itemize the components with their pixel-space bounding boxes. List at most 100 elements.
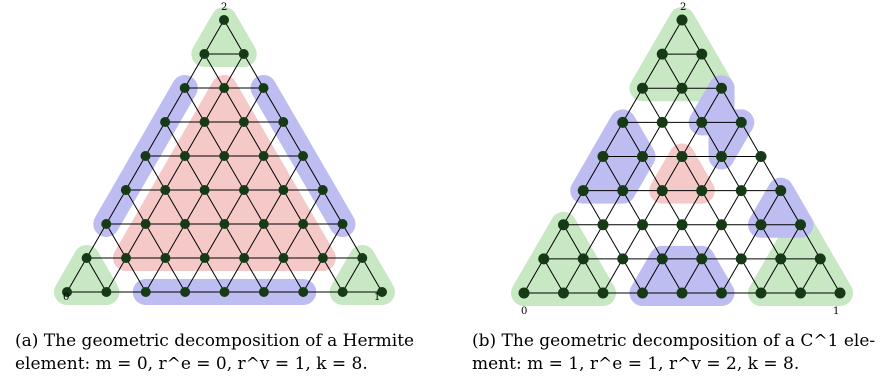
lattice-node — [219, 151, 230, 161]
lattice-node — [62, 287, 72, 297]
lattice-node — [199, 117, 210, 127]
lattice-node — [160, 185, 171, 195]
lattice-node — [538, 253, 550, 265]
lattice-node — [775, 253, 787, 265]
figure-b-diagram: 0 1 2 — [500, 0, 880, 317]
lattice-node — [258, 83, 269, 93]
lattice-node — [219, 287, 230, 297]
lattice-node — [357, 253, 368, 263]
lattice-node — [597, 151, 609, 162]
caption-b-line-2: ment: m = 1, r^e = 1, r^v = 2, k = 8. — [472, 354, 800, 374]
vertex-label-0: 0 — [63, 292, 69, 303]
lattice-node — [238, 49, 249, 59]
lattice-node — [676, 14, 688, 26]
lattice-node — [637, 219, 648, 231]
lattice-node — [278, 253, 289, 263]
lattice-node — [199, 253, 210, 263]
figure-a-diagram: 0 1 2 — [40, 0, 420, 310]
lattice-node — [317, 253, 328, 263]
lattice-node — [814, 253, 826, 265]
lattice-node — [179, 151, 190, 161]
vertex-label-0: 0 — [521, 306, 527, 317]
lattice-node — [676, 287, 688, 299]
lattice-node — [258, 287, 269, 297]
lattice-node — [637, 82, 648, 94]
lattice-node — [716, 82, 727, 94]
lattice-node — [258, 151, 269, 161]
caption-b: (b) The geometric decomposition of a C^1… — [472, 330, 876, 376]
lattice-node — [676, 219, 688, 231]
lattice-node — [278, 117, 289, 127]
lattice-node — [735, 116, 747, 128]
lattice-node — [298, 151, 308, 161]
lattice-node — [81, 253, 92, 263]
lattice-node — [676, 82, 688, 94]
lattice-node — [239, 253, 250, 263]
lattice-node — [199, 185, 210, 195]
lattice-node — [755, 287, 767, 299]
vertex-label-2: 2 — [680, 2, 686, 13]
vertex-region-1 — [329, 245, 395, 305]
lattice-node — [676, 151, 688, 162]
lattice-node — [637, 151, 648, 162]
lattice-node — [577, 185, 589, 197]
lattice-node — [696, 185, 708, 197]
lattice-node — [597, 219, 609, 231]
lattice-node — [755, 151, 767, 162]
lattice-node — [716, 287, 727, 299]
lattice-node — [716, 151, 727, 162]
lattice-node — [199, 49, 210, 59]
lattice-node — [656, 48, 668, 60]
vertex-label-1: 1 — [833, 306, 839, 317]
caption-a-line-2: element: m = 0, r^e = 0, r^v = 1, k = 8. — [15, 354, 368, 374]
lattice-node — [101, 287, 112, 297]
lattice-node — [337, 287, 348, 297]
lattice-node — [337, 219, 348, 229]
lattice-node — [637, 287, 648, 299]
lattice-node — [577, 253, 589, 265]
c1-decomposition-triangle: 0 1 2 — [511, 2, 853, 317]
lattice-node — [140, 287, 151, 297]
lattice-node — [160, 117, 171, 127]
lattice-node — [755, 219, 767, 231]
vertex-region-2 — [191, 7, 257, 67]
lattice-node — [617, 185, 629, 197]
lattice-node — [278, 185, 289, 195]
lattice-node — [377, 287, 387, 297]
lattice-node — [696, 253, 708, 265]
lattice-node — [140, 219, 151, 229]
vertex-region-0 — [54, 245, 120, 305]
lattice-node — [180, 219, 190, 229]
lattice-node — [101, 219, 112, 229]
lattice-node — [795, 219, 806, 231]
lattice-node — [239, 185, 249, 195]
vertex-label-2: 2 — [221, 2, 227, 13]
lattice-node — [219, 219, 230, 229]
lattice-node — [219, 15, 229, 25]
caption-a-line-1: (a) The geometric decomposition of a Her… — [15, 331, 415, 351]
lattice-node — [735, 185, 747, 197]
lattice-node — [317, 185, 328, 195]
lattice-node — [617, 253, 629, 265]
lattice-node — [140, 151, 151, 161]
lattice-node — [795, 287, 806, 299]
hermite-decomposition-triangle: 0 1 2 — [54, 2, 395, 305]
lattice-node — [219, 83, 230, 93]
lattice-node — [716, 219, 727, 231]
caption-a: (a) The geometric decomposition of a Her… — [15, 330, 415, 376]
lattice-node — [656, 185, 668, 197]
lattice-node — [258, 219, 269, 229]
lattice-node — [696, 116, 708, 128]
lattice-node — [120, 185, 131, 195]
lattice-node — [179, 83, 190, 93]
lattice-node — [121, 253, 131, 263]
lattice-node — [735, 253, 747, 265]
lattice-node — [238, 117, 249, 127]
lattice-node — [656, 253, 668, 265]
lattice-node — [518, 287, 530, 299]
lattice-node — [656, 116, 668, 128]
caption-b-line-1: (b) The geometric decomposition of a C^1… — [472, 331, 876, 351]
vertex-label-1: 1 — [374, 292, 380, 303]
lattice-node — [558, 219, 569, 231]
lattice-node — [558, 287, 569, 299]
